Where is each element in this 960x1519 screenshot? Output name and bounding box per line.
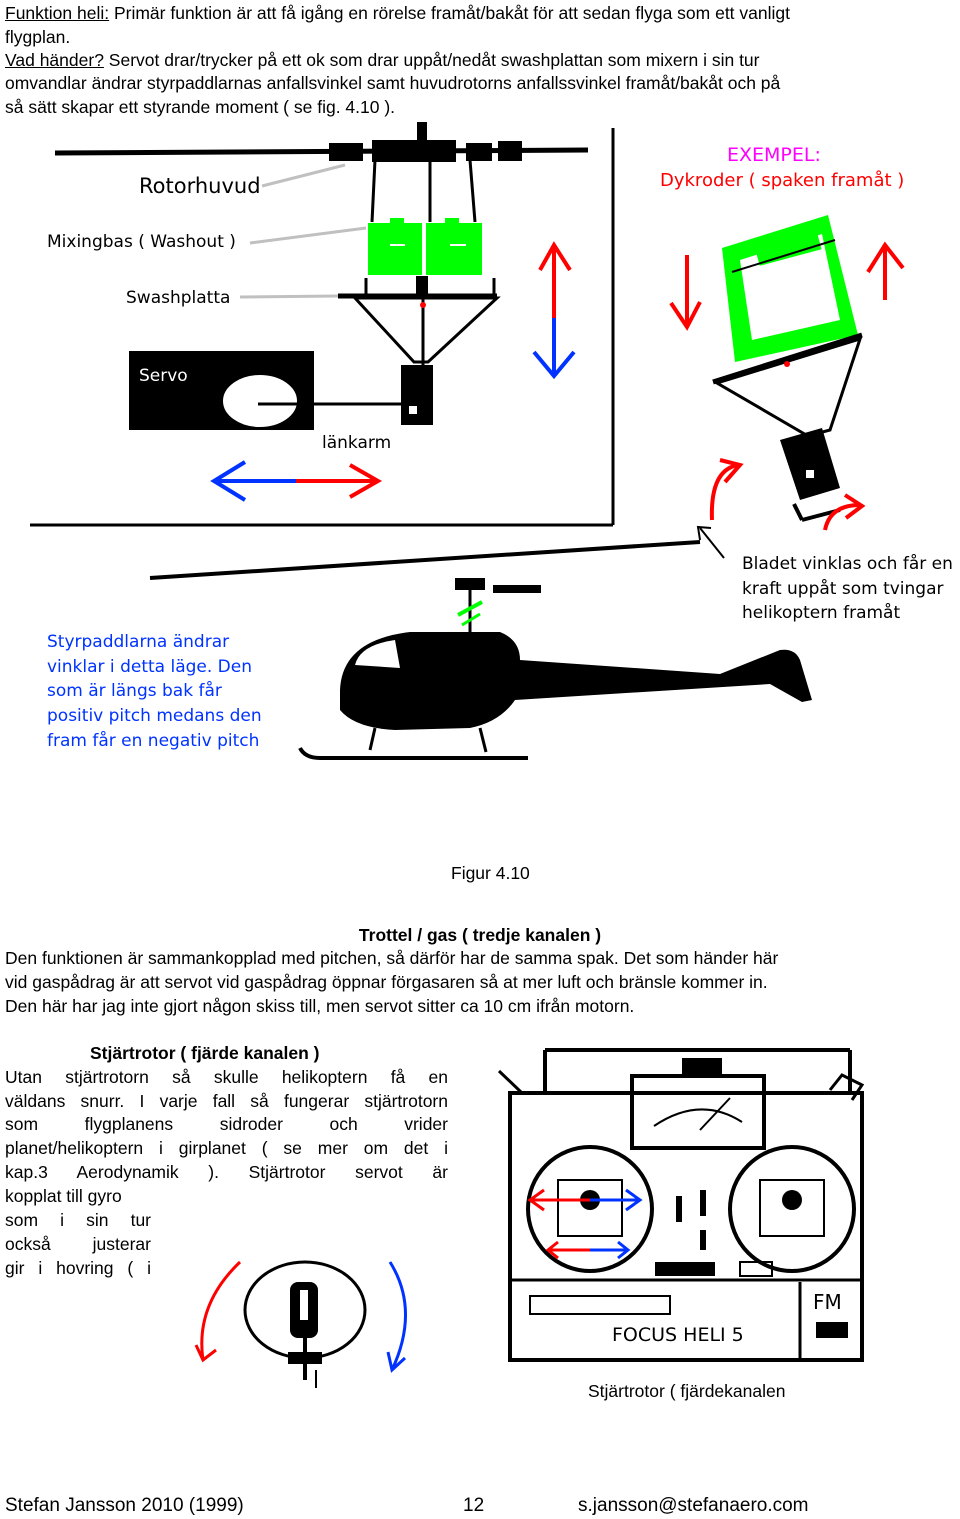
rotor-head bbox=[54, 122, 589, 162]
throttle-line-3: Den här har jag inte gjort någon skiss t… bbox=[5, 996, 635, 1016]
example-tilted-swashplate bbox=[712, 215, 863, 522]
label-bladet-1: Bladet vinklas och får en bbox=[742, 554, 953, 574]
throttle-line-2: vid gaspådrag är att servot vid gaspådra… bbox=[5, 972, 768, 992]
tail-short-line-3: också justerar bbox=[5, 1234, 151, 1254]
tail-line-4: planet/helikoptern i girplanet ( se mer … bbox=[5, 1138, 448, 1158]
throttle-line-1: Den funktionen är sammankopplad med pitc… bbox=[5, 948, 779, 968]
tx-name-label: FOCUS HELI 5 bbox=[612, 1324, 744, 1346]
label-bladet-2: kraft uppåt som tvingar bbox=[742, 579, 944, 599]
tail-line-3: som flygplanens sidroder och vrider bbox=[5, 1114, 448, 1134]
throttle-heading: Trottel / gas ( tredje kanalen ) bbox=[358, 925, 602, 945]
label-mixingbas: Mixingbas ( Washout ) bbox=[47, 232, 236, 252]
vad-hander-label: Vad händer? bbox=[5, 50, 104, 70]
intro-line-2: Vad händer? Servot drar/trycker på ett o… bbox=[5, 50, 760, 70]
label-bladet-3: helikoptern framåt bbox=[742, 603, 901, 623]
label-styr-4: positiv pitch medans den bbox=[47, 706, 262, 726]
footer-author: Stefan Jansson 2010 (1999) bbox=[5, 1495, 244, 1516]
label-dykroder: Dykroder ( spaken framåt ) bbox=[660, 170, 905, 191]
footer-email: s.jansson@stefanaero.com bbox=[578, 1495, 809, 1516]
tx-fm-label: FM bbox=[813, 1290, 842, 1314]
helicopter-icon bbox=[149, 540, 812, 760]
tail-line-5: kap.3 Aerodynamik ). Stjärtrotor servot … bbox=[5, 1162, 448, 1182]
tail-heading: Stjärtrotor ( fjärde kanalen ) bbox=[90, 1043, 320, 1063]
label-rotorhuvud: Rotorhuvud bbox=[139, 174, 261, 198]
tail-short-line-1: kopplat till gyro bbox=[5, 1186, 122, 1206]
red-up-arrow-icon bbox=[866, 241, 905, 300]
intro-line-3: omvandlar ändrar styrpaddlarnas anfallsv… bbox=[5, 73, 781, 93]
red-down-arrow-icon bbox=[669, 255, 702, 331]
figure-caption: Figur 4.10 bbox=[451, 863, 530, 883]
servo bbox=[129, 351, 412, 430]
swashplate bbox=[338, 293, 501, 425]
label-exempel: EXEMPEL: bbox=[727, 144, 821, 166]
label-styr-2: vinklar i detta läge. Den bbox=[47, 657, 252, 677]
up-down-arrow-icon bbox=[532, 241, 576, 380]
label-servo: Servo bbox=[139, 366, 188, 386]
label-lankarm: länkarm bbox=[322, 433, 392, 453]
tail-short-line-4: gir i hovring ( i bbox=[5, 1258, 151, 1278]
tail-caption: Stjärtrotor ( fjärdekanalen bbox=[588, 1381, 786, 1401]
funktion-heli-label: Funktion heli: bbox=[5, 3, 110, 23]
label-styr-3: som är längs bak får bbox=[47, 681, 222, 701]
label-swashplatta: Swashplatta bbox=[126, 288, 231, 308]
mixing-base bbox=[368, 218, 482, 275]
intro-line-1: Funktion heli: Primär funktion är att få… bbox=[5, 3, 790, 23]
intro-line-1b: flygplan. bbox=[5, 27, 71, 47]
footer-page-number: 12 bbox=[463, 1495, 485, 1516]
tail-line-2: väldans snurr. I varje fall så fungerar … bbox=[5, 1091, 448, 1111]
tail-short-line-2: som i sin tur bbox=[5, 1210, 151, 1230]
intro-line-4: så sätt skapar ett styrande moment ( se … bbox=[5, 97, 396, 117]
left-right-arrow-icon bbox=[210, 460, 383, 502]
tail-line-1: Utan stjärtrotorn så skulle helikoptern … bbox=[5, 1067, 448, 1087]
label-styr-1: Styrpaddlarna ändrar bbox=[47, 632, 230, 652]
red-curve-arrow-icon bbox=[709, 463, 739, 521]
label-styr-5: fram får en negativ pitch bbox=[47, 731, 260, 751]
